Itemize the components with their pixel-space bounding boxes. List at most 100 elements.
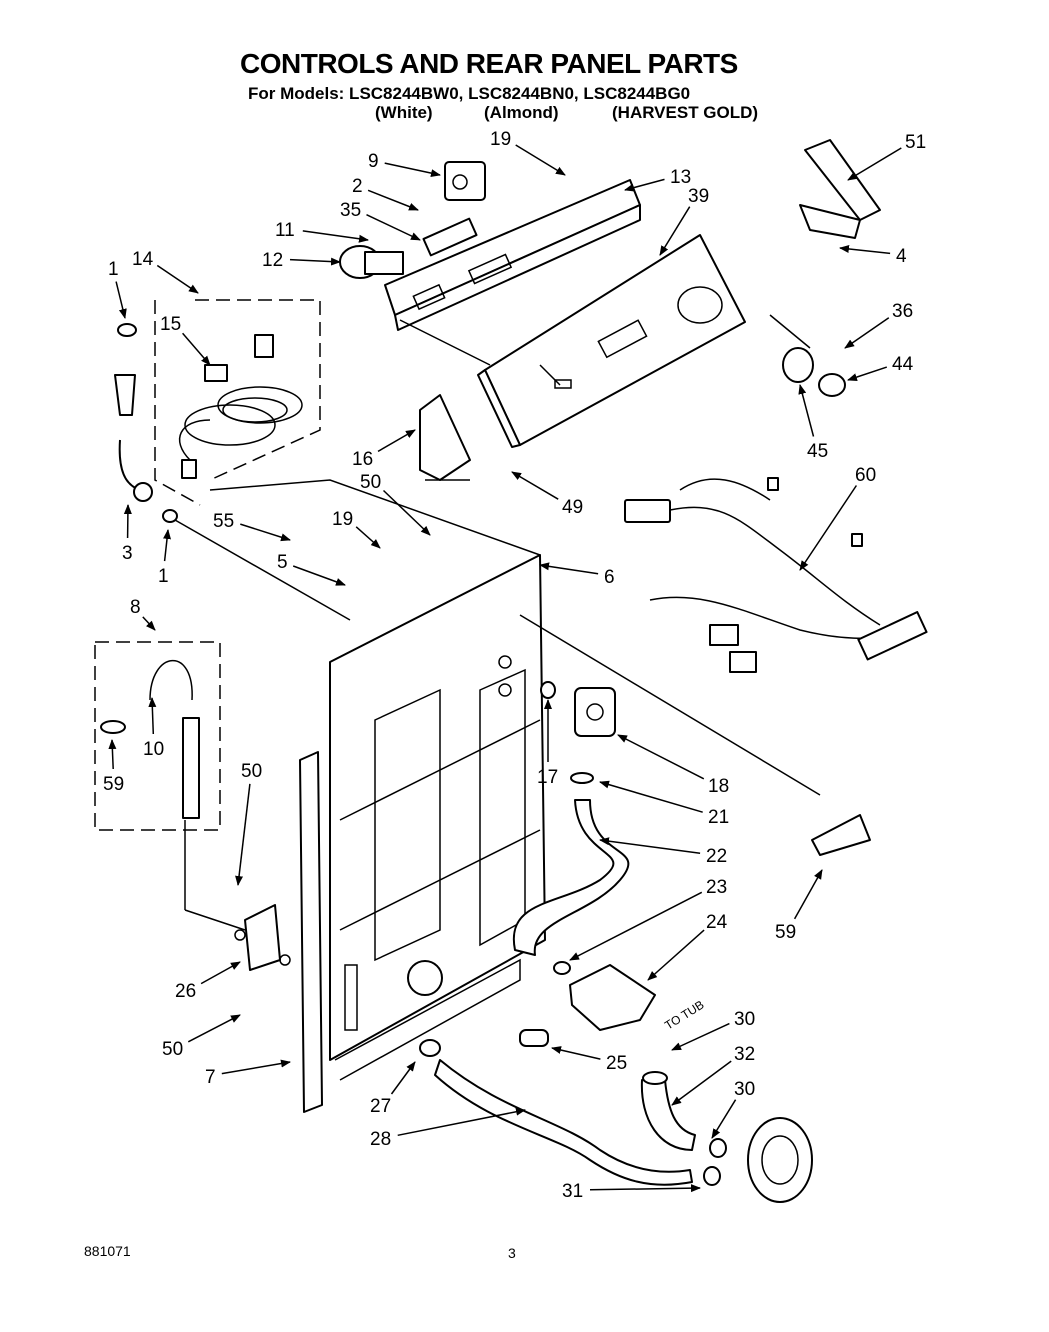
- callout-number: 1: [158, 566, 169, 587]
- callout-31: 31: [562, 1181, 701, 1202]
- callout-leader-arrow: [847, 147, 902, 181]
- callout-number: 1: [108, 259, 119, 280]
- callout-number: 50: [360, 472, 381, 493]
- callout-50: 50: [360, 472, 431, 536]
- callout-number: 30: [734, 1079, 755, 1100]
- callout-23: 23: [569, 877, 727, 961]
- callout-8: 8: [130, 597, 156, 631]
- callout-number: 24: [706, 912, 728, 933]
- end-cap-bracket: [799, 139, 881, 239]
- callout-leader-arrow: [711, 1099, 737, 1139]
- callout-leader-arrow: [289, 257, 341, 266]
- callout-number: 4: [896, 246, 907, 267]
- callout-1: 1: [108, 259, 127, 319]
- callout-30: 30: [711, 1079, 755, 1139]
- callout-leader-arrow: [235, 783, 251, 886]
- connector-lines: [174, 314, 821, 931]
- timer-knob: [782, 347, 846, 397]
- callout-11: 11: [275, 220, 369, 243]
- callout-39: 39: [659, 186, 709, 256]
- to-tub-label: TO TUB: [662, 998, 706, 1033]
- callout-7: 7: [205, 1059, 291, 1088]
- callout-number: 14: [132, 249, 154, 270]
- callout-number: 31: [562, 1181, 583, 1202]
- callout-leader-arrow: [200, 961, 241, 985]
- callout-number: 16: [352, 449, 373, 470]
- callout-number: 35: [340, 200, 361, 221]
- callout-number: 55: [213, 511, 234, 532]
- callout-leader-arrow: [292, 565, 346, 586]
- callout-12: 12: [262, 250, 341, 271]
- callout-32: 32: [671, 1044, 755, 1106]
- callout-leader-arrow: [397, 1107, 526, 1137]
- callout-leader-arrow: [793, 869, 823, 920]
- callout-leader-arrow: [515, 144, 566, 176]
- callout-number: 22: [706, 846, 727, 867]
- callout-number: 59: [775, 922, 796, 943]
- callout-number: 44: [892, 354, 914, 375]
- callout-leader-arrow: [115, 281, 127, 319]
- callout-number: 5: [277, 552, 288, 573]
- callout-leader-arrow: [366, 214, 421, 241]
- callout-leader-arrow: [142, 616, 156, 631]
- callout-number: 27: [370, 1096, 391, 1117]
- push-to-start-switch: [422, 217, 478, 257]
- rear-panel: [329, 554, 546, 1081]
- callout-leader-arrow: [671, 1060, 732, 1106]
- tub-bracket: [811, 814, 871, 856]
- callout-number: 8: [130, 597, 141, 618]
- callout-leader-arrow: [617, 734, 705, 780]
- callout-45: 45: [798, 384, 828, 462]
- models-line: For Models: LSC8244BW0, LSC8244BN0, LSC8…: [248, 84, 691, 103]
- callout-number: 18: [708, 776, 729, 797]
- callout-leader-arrow: [599, 780, 703, 813]
- callout-50: 50: [162, 1014, 241, 1060]
- callout-leader-arrow: [799, 485, 858, 571]
- document-number: 881071: [84, 1243, 131, 1259]
- callout-number: 23: [706, 877, 727, 898]
- callout-number: 3: [122, 543, 133, 564]
- callout-leader-arrow: [377, 429, 416, 453]
- callout-36: 36: [844, 301, 913, 349]
- callout-number: 30: [734, 1009, 755, 1030]
- callout-number: 59: [103, 774, 124, 795]
- left-corner-trim: [299, 751, 323, 1113]
- callout-number: 11: [275, 220, 295, 241]
- callout-number: 60: [855, 465, 876, 486]
- callout-leader-arrow: [839, 244, 891, 255]
- callout-26: 26: [175, 961, 241, 1002]
- callout-leader-arrow: [367, 189, 419, 211]
- callout-27: 27: [370, 1061, 416, 1117]
- callout-22: 22: [599, 837, 727, 867]
- callout-leader-arrow: [156, 264, 199, 294]
- callout-leader-arrow: [187, 1014, 241, 1043]
- callout-leader-arrow: [671, 1022, 730, 1051]
- callout-leader-arrow: [182, 332, 211, 366]
- water-valve: [540, 681, 616, 737]
- callout-9: 9: [368, 151, 441, 178]
- callout-leader-arrow: [382, 489, 431, 536]
- callout-49: 49: [511, 471, 583, 518]
- water-level-switch: [339, 245, 404, 279]
- callout-leader-arrow: [647, 929, 705, 981]
- callout-28: 28: [370, 1107, 526, 1150]
- callout-30: 30: [671, 1009, 755, 1051]
- callout-24: 24: [647, 912, 728, 981]
- callout-number: 2: [352, 176, 363, 197]
- callout-59: 59: [103, 739, 124, 795]
- callout-leader-arrow: [589, 1184, 701, 1193]
- callout-number: 26: [175, 981, 196, 1002]
- callout-leader-arrow: [355, 526, 381, 549]
- callout-leader-arrow: [539, 562, 599, 575]
- callout-13: 13: [624, 167, 691, 192]
- callout-number: 15: [160, 314, 181, 335]
- callout-leader-arrow: [163, 529, 171, 562]
- tub-hose-and-pump: [419, 1039, 813, 1203]
- callout-50: 50: [235, 761, 262, 886]
- callout-19: 19: [332, 509, 381, 549]
- callout-5: 5: [277, 552, 346, 586]
- callout-number: 28: [370, 1129, 391, 1150]
- callout-15: 15: [160, 314, 211, 366]
